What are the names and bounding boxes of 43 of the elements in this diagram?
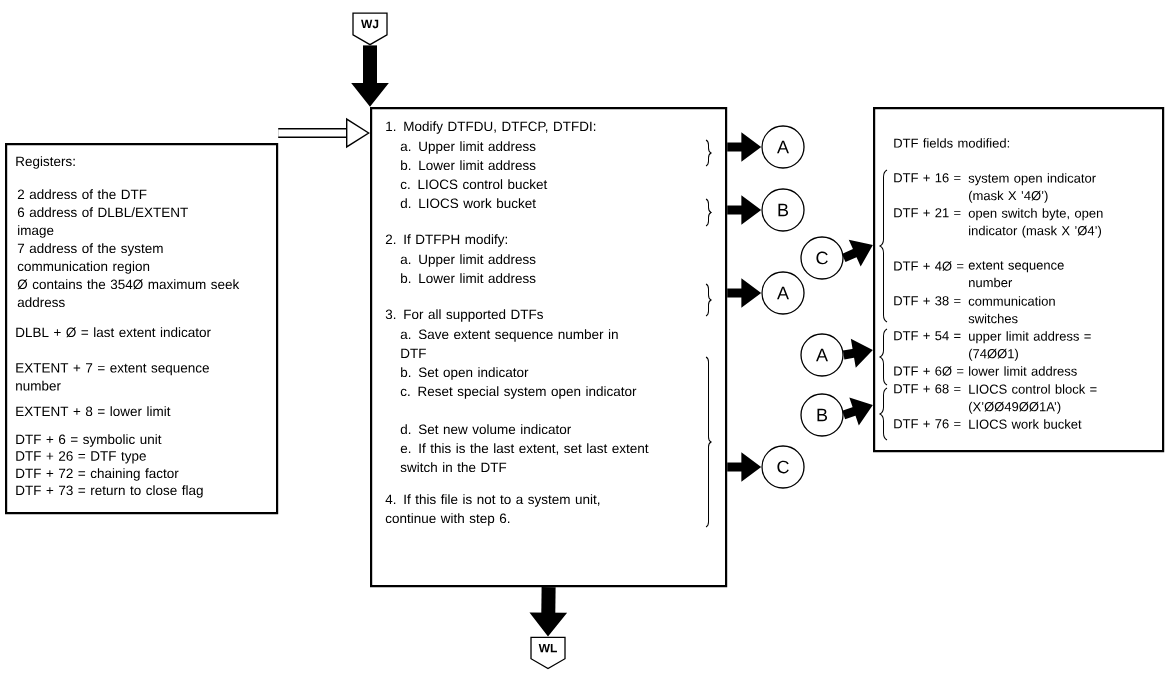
field-text: DTF + 6 = symbolic unit: [16, 434, 162, 447]
field-offset: DTF + 16 =: [894, 173, 961, 183]
field-offset: DTF + 54 =: [894, 331, 961, 341]
list-item: d. LIOCS work bucket: [400, 198, 536, 209]
field-offset: DTF + 68 =: [894, 384, 961, 394]
offpage-connector: WJ: [352, 12, 388, 46]
step-text: 1. Modify DTFDU, DTFCP, DTFDI:: [386, 121, 596, 134]
field-description: upper limit address = (74ØØ1): [969, 331, 1091, 361]
heading-text: DTF fields modified:: [894, 138, 1010, 148]
field-text: EXTENT + 8 = lower limit: [16, 406, 171, 417]
field-description: system open indicator (mask X ’4Ø’): [968, 173, 1096, 203]
field-text: DTF + 72 = chaining factor: [16, 468, 179, 481]
list-item: b. Set open indicator: [401, 367, 529, 380]
field-offset: DTF + 76 =: [894, 419, 961, 429]
field-description: lower limit address: [969, 366, 1077, 376]
list-item: 7 address of the system communication region: [17, 243, 163, 274]
list-item: e. If this is the last extent, set last extent switch in the DTF: [400, 443, 649, 473]
offpage-connector: WL: [530, 636, 566, 670]
list-item: c. Reset special system open indicator: [400, 386, 637, 399]
heading-text: Registers:: [16, 156, 75, 169]
field-text: DTF + 26 = DTF type: [16, 451, 146, 464]
field-offset: DTF + 38 =: [894, 296, 961, 306]
field-text: DLBL + Ø = last extent indicator: [16, 327, 211, 338]
field-text: EXTENT + 7 = extent sequence number: [16, 363, 209, 391]
step-text: 3. For all supported DTFs: [385, 309, 543, 322]
step-text: 4. If this file is not to a system unit, continue with step 6.: [385, 494, 600, 526]
field-offset: DTF + 6Ø =: [894, 366, 964, 376]
list-item: 6 address of DLBL/EXTENT image: [17, 207, 188, 238]
field-offset: DTF + 21 =: [894, 208, 961, 218]
list-item: Ø contains the 354Ø maximum seek address: [17, 279, 240, 308]
field-description: LIOCS work bucket: [969, 419, 1082, 429]
list-item: b. Lower limit address: [401, 160, 536, 171]
list-item: a. Upper limit address: [400, 254, 536, 267]
field-description: LIOCS control block = (X’ØØ49ØØ1A’): [969, 384, 1097, 414]
field-description: open switch byte, open indicator (mask X ’Ø4’): [968, 208, 1103, 238]
list-item: 2 address of the DTF: [17, 189, 147, 200]
list-item: d. Set new volume indicator: [400, 424, 571, 435]
list-item: a. Upper limit address: [400, 141, 536, 154]
list-item: c. LIOCS control bucket: [400, 179, 548, 190]
field-text: DTF + 73 = return to close flag: [16, 485, 203, 498]
field-offset: DTF + 4Ø =: [894, 261, 964, 271]
step-text: 2. If DTFPH modify:: [385, 234, 507, 247]
list-item: b. Lower limit address: [401, 273, 536, 284]
